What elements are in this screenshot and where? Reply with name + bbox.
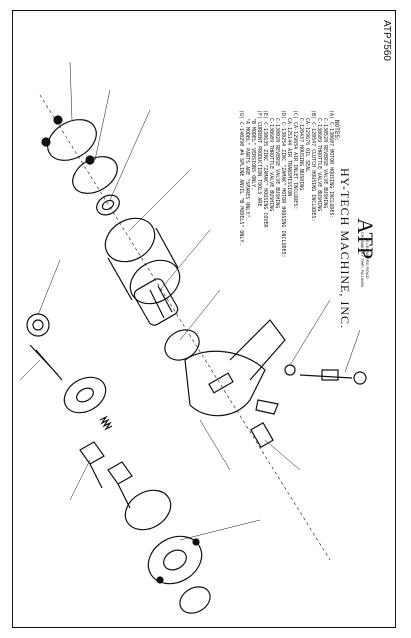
assembly-axis	[39, 94, 331, 561]
note-line: (F) CURRENT PRODUCTION TOOLS ARE	[256, 110, 262, 207]
note-line: (D) C-130254 ZINC "ZAMAK" MOTOR HOUSING …	[280, 110, 286, 258]
note-line: (A) C-130607 MOTOR HOUSING INCLUDES:	[328, 110, 334, 219]
trigger-part	[255, 399, 279, 415]
bushing-part	[250, 422, 274, 448]
gear-part	[26, 313, 50, 337]
company-address-1: 25 LEONBERG ROAD	[365, 238, 370, 279]
note-line: "A MODEL" PARTS ARE "SPARES ONLY".	[244, 118, 250, 221]
company-address-2: CRANBERRY TWP., PA 16066	[360, 232, 365, 287]
drawing-border	[12, 10, 396, 628]
rotor-part	[133, 278, 179, 326]
note-line: CA-129676 OIL SEAL	[304, 118, 310, 173]
spring-part	[99, 415, 113, 431]
note-line: (G) C-140290 #4 SPLINE ANVIL "B MODELS" …	[238, 110, 244, 246]
company-name: HY-TECH MACHINE, INC.	[338, 168, 352, 329]
end-plate-part	[41, 115, 97, 165]
o-ring-part	[179, 586, 211, 614]
part-number: ATP7560	[381, 20, 392, 61]
anvil-parts	[79, 441, 133, 509]
notes-title: NOTES:	[333, 120, 340, 142]
note-line: "B MODEL" VERSIONS ONLY.	[250, 118, 256, 191]
notes-block: (A) C-130607 MOTOR HOUSING INCLUDES:	[328, 110, 334, 218]
clutch-housing-part	[124, 489, 203, 585]
note-line: C-130028 REVERSE VALVE BUSHING	[274, 118, 280, 209]
note-line: CA-125144 AIR TRANSMISSION	[286, 118, 292, 197]
bearing-part	[96, 194, 120, 216]
note-line: (B) C-120547 CLUTCH HOUSING INCLUDES:	[310, 110, 316, 222]
gasket-part	[72, 156, 118, 194]
motor-housing-part	[184, 319, 286, 417]
cylinder-part	[104, 217, 181, 305]
note-line: C-130528 REVERSE VALVE BUSHING	[322, 118, 328, 209]
note-line: C-130609 THROTTLE VALVE BUSHING	[316, 118, 322, 212]
hammer-cage-part	[63, 376, 107, 414]
note-line: C-120437 HOUSING BUSHING	[298, 118, 304, 191]
note-line: C-130609 THROTTLE VALVE BUSHING	[268, 118, 274, 212]
pin-parts	[29, 344, 63, 381]
callout-leaders	[19, 61, 361, 541]
rear-plate-part	[164, 329, 200, 361]
note-line: (E) C-130635 ZINC "ZAMAK" HOUSING COVER	[262, 110, 268, 228]
note-line: (C) CA-129654 AIR INLET INCLUDES:	[292, 110, 298, 210]
air-inlet-part	[284, 364, 367, 385]
